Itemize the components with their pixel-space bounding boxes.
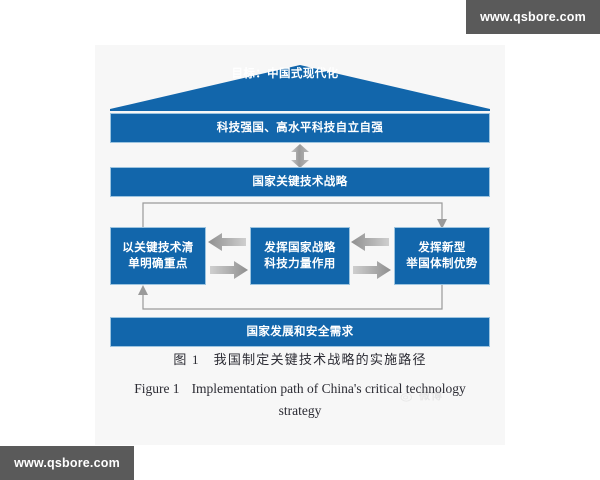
figure-caption-chinese: 图 1 我国制定关键技术战略的实施路径 xyxy=(95,349,505,368)
figure-caption: 图 1 我国制定关键技术战略的实施路径 Figure 1 Implementatio… xyxy=(95,345,505,422)
figure-caption-english-text: Implementation path of China's critical … xyxy=(191,381,466,418)
bar-national-strategy-label: 国家关键技术战略 xyxy=(252,175,348,188)
bar-tech-power: 科技强国、高水平科技自立自强 xyxy=(110,113,490,143)
box-critical-tech-list: 以关键技术清单明确重点 xyxy=(110,227,206,285)
feedback-loop-bottom-icon xyxy=(138,285,443,310)
weibo-logo-icon xyxy=(400,389,414,402)
arrow-pair-right-gap-icon xyxy=(351,233,391,279)
arrow-pair-left-gap-icon xyxy=(208,233,248,279)
watermark-top-right-text: www.qsbore.com xyxy=(480,10,586,24)
watermark-bottom-left-text: www.qsbore.com xyxy=(14,456,120,470)
feedback-loop-top-icon xyxy=(142,202,447,231)
bar-development-security-demand-label: 国家发展和安全需求 xyxy=(246,325,354,338)
diagram-canvas: 目标：中国式现代化 科技强国、高水平科技自立自强 国家关键技术战略 xyxy=(95,45,505,347)
roof-triangle-icon xyxy=(110,65,490,111)
bar-development-security-demand: 国家发展和安全需求 xyxy=(110,317,490,347)
watermark-top-right: www.qsbore.com xyxy=(466,0,600,34)
figure-caption-chinese-text: 我国制定关键技术战略的实施路径 xyxy=(213,352,427,367)
bar-tech-power-label: 科技强国、高水平科技自立自强 xyxy=(216,121,384,134)
figure-panel: 目标：中国式现代化 科技强国、高水平科技自立自强 国家关键技术战略 xyxy=(95,45,505,445)
double-arrow-vertical-icon xyxy=(291,144,309,168)
figure-caption-chinese-number: 图 1 xyxy=(173,352,200,367)
figure-caption-english-number: Figure 1 xyxy=(134,381,180,396)
bar-national-strategy: 国家关键技术战略 xyxy=(110,167,490,197)
box-new-nationwide-system: 发挥新型举国体制优势 xyxy=(394,227,490,285)
weibo-watermark: 微博 xyxy=(400,387,443,403)
figure-caption-english: Figure 1 Implementation path of China's c… xyxy=(95,378,505,422)
box-national-strategic-sci-tech-label: 发挥国家战略科技力量作用 xyxy=(264,241,336,270)
weibo-watermark-label: 微博 xyxy=(419,390,443,402)
box-critical-tech-list-label: 以关键技术清单明确重点 xyxy=(122,241,194,270)
box-national-strategic-sci-tech: 发挥国家战略科技力量作用 xyxy=(250,227,350,285)
box-new-nationwide-system-label: 发挥新型举国体制优势 xyxy=(406,241,478,270)
watermark-bottom-left: www.qsbore.com xyxy=(0,446,134,480)
